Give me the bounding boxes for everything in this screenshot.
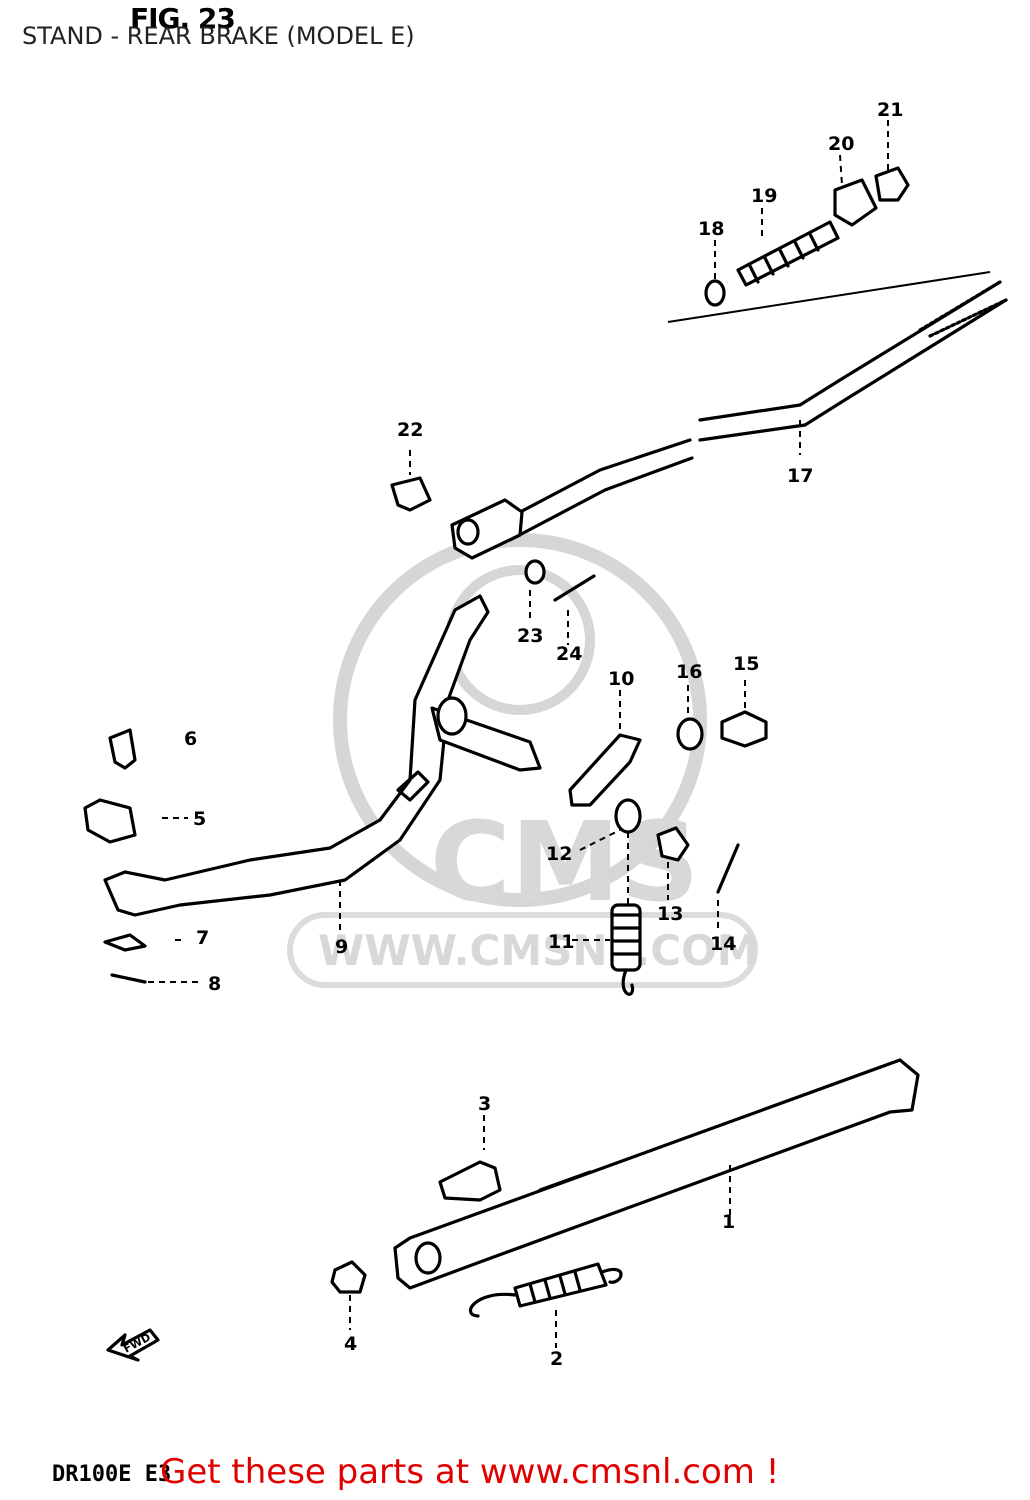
part-cotter-pin-14 [716,843,740,894]
callout-3: 3 [478,1093,491,1115]
callout-4: 4 [344,1333,357,1355]
part-nut-13 [656,826,690,862]
callout-10: 10 [608,668,634,690]
diagram-title: STAND - REAR BRAKE (MODEL E) [22,22,415,50]
callout-5: 5 [193,808,206,830]
part-brake-rod [503,280,1008,542]
callout-7: 7 [196,927,209,949]
part-washer-12 [614,798,642,834]
leader-lines [148,120,889,1348]
callout-1: 1 [722,1211,735,1233]
callout-19: 19 [751,185,777,207]
part-pin-8 [110,973,147,984]
callout-labels: 1 2 3 4 5 6 7 8 9 10 11 12 13 14 15 16 1… [184,99,903,1370]
callout-13: 13 [657,903,683,925]
part-rod-joint [833,178,878,227]
part-side-stand [393,1058,920,1290]
callout-2: 2 [550,1348,563,1370]
part-stand-nut-4 [330,1260,367,1294]
model-code: DR100E E3 [52,1462,172,1487]
part-rod-spring [736,220,840,287]
figure-number: FIG. 23 [130,2,236,35]
callout-9: 9 [335,936,348,958]
part-cotter-pin-24 [553,574,596,602]
callout-17: 17 [787,465,813,487]
part-pedal-arm [568,733,642,807]
part-clip-7 [103,933,147,952]
promo-link[interactable]: Get these parts at www.cmsnl.com ! [160,1452,780,1492]
watermark-url: WWW.CMSNL.COM [318,926,759,975]
part-nut-16 [676,717,704,751]
callout-18: 18 [698,218,724,240]
part-bolt-6 [108,728,137,770]
callout-20: 20 [828,133,854,155]
forward-arrow: FWD [106,1328,160,1362]
callout-24: 24 [556,643,582,665]
part-stand-bolt-3 [438,1160,502,1202]
part-stand-spring [468,1262,623,1318]
callout-16: 16 [676,661,702,683]
callout-23: 23 [517,625,543,647]
part-washer-23 [524,559,546,585]
part-adjuster-nut [874,166,910,202]
callout-14: 14 [710,933,736,955]
callout-6: 6 [184,728,197,750]
callout-12: 12 [546,843,572,865]
callout-21: 21 [877,99,903,121]
callout-15: 15 [733,653,759,675]
watermark-logo-text: CMS [430,798,699,926]
part-rod-clevis [450,498,524,560]
watermark-logo: CMS WWW.CMSNL.COM [287,533,759,988]
callout-11: 11 [548,931,574,953]
part-pedal-spring [610,903,642,996]
part-brake-pedal [103,594,542,917]
part-washer-18 [704,279,726,307]
part-clevis-pin [390,476,432,512]
part-bolt-15 [720,710,768,748]
part-pedal-rubber-5 [83,798,137,844]
callout-22: 22 [397,419,423,441]
callout-8: 8 [208,973,221,995]
assembly-line-rod [667,271,991,323]
